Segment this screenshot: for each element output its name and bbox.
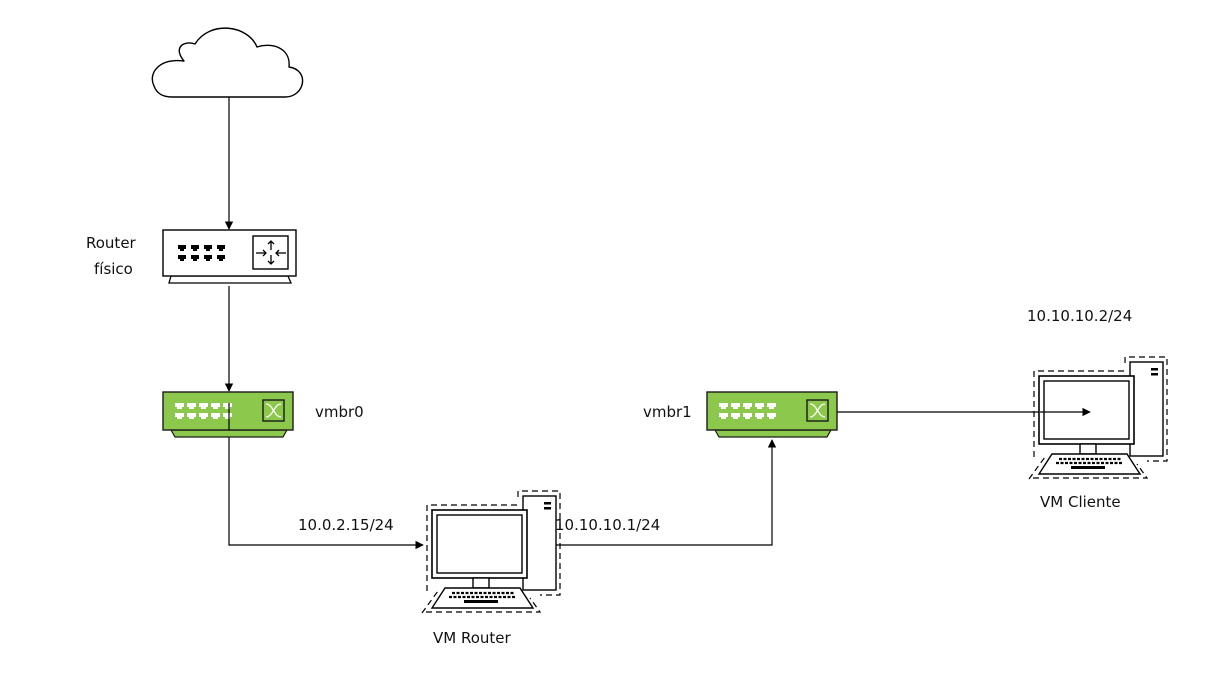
- virtual-computer-icon: [420, 489, 562, 615]
- virtual-computer-icon: [1027, 355, 1169, 481]
- vmbr0-label: vmbr0: [315, 403, 364, 421]
- edge-label-vmbr0-vmrouter: 10.0.2.15/24: [298, 516, 394, 534]
- switch-icon: [162, 391, 294, 438]
- cloud-icon: [151, 27, 304, 98]
- vm-cliente-ip-label: 10.10.10.2/24: [1027, 307, 1132, 325]
- edge-vmrouter-vmbr1: [550, 439, 777, 546]
- vmbr1-label: vmbr1: [643, 403, 692, 421]
- router-icon: [162, 229, 297, 284]
- switch-icon: [706, 391, 838, 438]
- edge-label-vmrouter-vmbr1: 10.10.10.1/24: [555, 516, 660, 534]
- vm-router-label: VM Router: [433, 629, 512, 647]
- edge-vmbr0-vmrouter: [228, 411, 424, 550]
- router-label-line2: físico: [94, 260, 133, 278]
- router-label-line1: Router: [86, 234, 137, 252]
- vm-cliente-label: VM Cliente: [1040, 493, 1121, 511]
